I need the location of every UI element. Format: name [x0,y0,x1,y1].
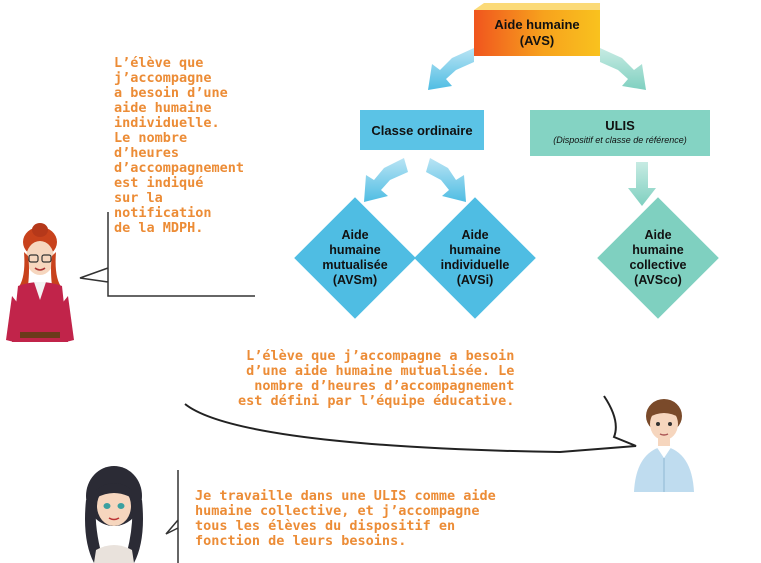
node-avsco-line3: collective [629,258,687,272]
node-ulis-label: ULIS [605,118,635,133]
node-avsi-line1: Aide [461,228,489,242]
arrow-ulis-to-avsco [628,162,656,206]
node-aide-humaine: Aide humaine (AVS) [474,10,600,56]
woman-darkhair-avatar-icon [85,466,143,563]
man-avatar-icon [634,399,694,492]
node-classe-ordinaire: Classe ordinaire [360,110,484,150]
node-avsi: Aide humaine individuelle (AVSi) [413,196,537,320]
node-avsco: Aide humaine collective (AVSco) [596,196,720,320]
arrow-root-to-ulis [600,48,646,90]
node-classe-ordinaire-label: Classe ordinaire [371,122,473,138]
node-avsm-line2: humaine [329,243,381,257]
node-aide-humaine-line2: (AVS) [519,33,555,48]
woman-redhead-avatar-icon [6,223,74,342]
node-avsco-line4: (AVSco) [634,273,682,287]
arrow-classe-to-avsi [426,158,466,202]
node-avsm-line4: (AVSm) [332,273,378,287]
bubble-mutualised-text: L’élève que j’accompagne a besoin d’une … [238,348,515,409]
node-avsi-line4: (AVSi) [456,273,494,287]
bubble-collective-text: Je travaille dans une ULIS comme aide hu… [195,488,496,549]
node-avsi-line2: humaine [449,243,501,257]
bubble-individual-text: L’élève que j’accompagne a besoin d’une … [114,55,245,236]
node-aide-humaine-line1: Aide humaine [494,17,580,32]
node-avsco-line1: Aide [644,228,672,242]
arrow-root-to-classe [428,48,474,90]
node-avsm-line3: mutualisée [322,258,388,272]
node-avsm: Aide humaine mutualisée (AVSm) [293,196,417,320]
node-ulis-sublabel: (Dispositif et classe de référence) [553,135,687,145]
arrow-classe-to-avsm [364,158,408,202]
bubble-collective-outline [165,470,179,563]
node-avsco-line2: humaine [632,243,684,257]
node-avsi-line3: individuelle [440,258,510,272]
node-ulis: ULIS (Dispositif et classe de référence) [530,110,710,156]
bubble-individual-outline [79,212,255,297]
node-avsm-line1: Aide [341,228,369,242]
bubble-mutualised-outline [184,395,637,454]
